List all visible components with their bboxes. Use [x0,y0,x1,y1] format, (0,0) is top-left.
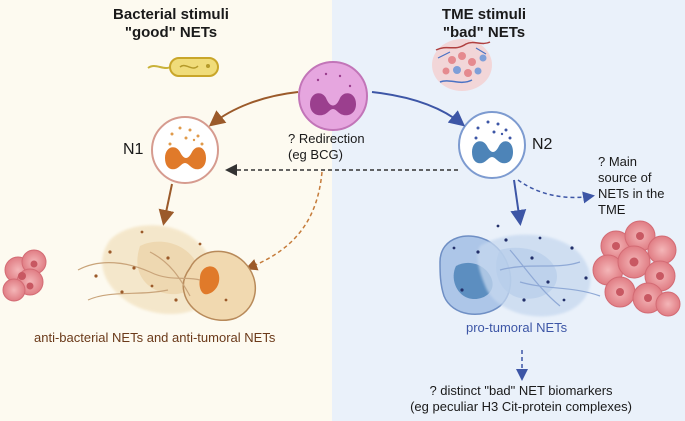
arrow-n2-to-pro-nets [510,179,527,226]
main-source-line4: TME [598,202,626,217]
anti-nets-label: anti-bacterial NETs and anti-tumoral NET… [34,330,276,345]
left-panel-title: Bacterial stimuli "good" NETs [86,6,256,42]
neutrophil-cell [298,61,368,131]
right-panel-title: TME stimuli "bad" NETs [414,6,554,42]
bacterium-icon [147,57,219,77]
n1-neutrophil [151,116,219,184]
n2-label: N2 [532,136,553,153]
biomarkers-line1: ? distinct "bad" NET biomarkers [429,383,613,398]
biomarkers-label: ? distinct "bad" NET biomarkers (eg pecu… [396,383,646,415]
n2-neutrophil [458,111,526,179]
tumor-cluster-icon [592,220,681,317]
right-title-line2: "bad" NETs [442,24,526,41]
right-panel-bg [332,0,685,421]
redirection-line2: (eg BCG) [288,147,343,162]
left-title-line1: Bacterial stimuli [113,6,229,23]
arrow-n2-to-main-source [517,179,595,204]
redirection-line1: ? Redirection [288,131,365,146]
arrow-neutrophil-to-n2 [371,91,466,127]
n1-label: N1 [123,141,144,158]
tumor-microenvironment-icon [432,39,492,91]
good-nets-illustration [77,225,257,321]
right-title-line1: TME stimuli [441,6,527,23]
arrow-n1-to-anti-nets [158,183,175,226]
biomarkers-line2: (eg peculiar H3 Cit-protein complexes) [410,399,632,414]
main-source-label: ? Main source of NETs in the TME [598,154,664,218]
left-title-line2: "good" NETs [124,24,218,41]
small-tumor-cluster-icon [2,249,47,302]
bad-nets-illustration [439,224,601,317]
main-source-line1: ? Main [598,154,638,169]
arrow-neutrophil-to-n1 [208,91,299,127]
pro-nets-label: pro-tumoral NETs [466,320,568,335]
redirection-label: ? Redirection (eg BCG) [288,131,365,163]
main-source-line3: NETs in the [598,186,665,201]
main-source-line2: source of [598,170,652,185]
